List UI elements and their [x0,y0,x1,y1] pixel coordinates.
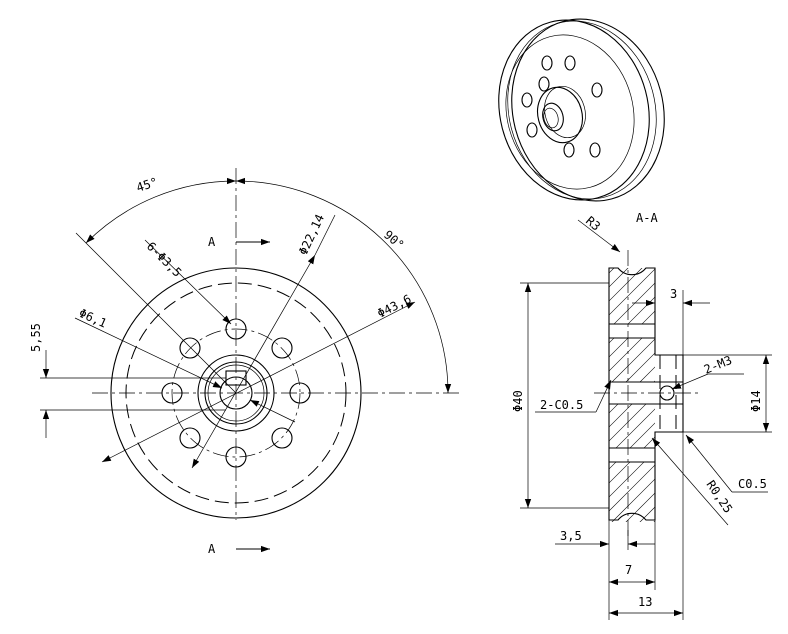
iso-hole-1 [541,55,553,71]
outer-diameter-leader [101,301,416,463]
hole-gap-bottom [609,448,655,462]
hole-lower-left [179,427,201,449]
iso-hole-5 [563,142,575,158]
bore-chamfer-label: 2-C0.5 [540,398,583,412]
bolt-circle-leader-tail [314,214,336,256]
iso-hole-4 [526,122,538,138]
edge-chamfer-leader [685,434,733,493]
bore-leader-2 [249,399,296,423]
iso-hole-2 [538,76,550,92]
m3-label: 2-M3 [702,353,734,377]
hub-top [544,86,586,138]
edge-chamfer-label: C0.5 [738,477,767,491]
section-view: A-A R3 Φ40 Φ14 [511,211,772,620]
iso-hole-3 [521,92,533,108]
pulley-face-ring [505,34,635,190]
angle-45-label: 45° [135,175,160,195]
hub3-label: 3 [670,287,677,301]
total-width-label: 13 [638,595,652,609]
hole-lower-right [271,427,293,449]
groove-offset-label: 3,5 [560,529,582,543]
pulley-rim-back [511,18,665,202]
hub-bore [542,102,564,132]
section-title: A-A [636,211,658,225]
section-marker-top: A [208,235,216,249]
bolt-circle-label: Φ22,14 [296,212,327,257]
section-marker-bottom: A [208,542,216,556]
hole-upper-right [271,337,293,359]
dia14-label: Φ14 [749,390,763,412]
m3-leader [671,373,709,390]
iso-hole-8 [564,55,576,71]
iso-hole-6 [589,142,601,158]
groove-radius-label: R3 [583,214,603,234]
fillet-leader [651,437,729,526]
outer-diameter-label: Φ43,6 [375,292,414,321]
holes-label: 6-Φ3,5 [144,239,185,280]
hole-gap-top [609,324,655,338]
flat-offset-label: 5,55 [29,323,43,352]
c05-leader [595,379,612,413]
isometric-view [498,18,665,202]
angle-90-label: 90° [381,228,407,253]
angle-90-arc [235,177,452,394]
pulley-rim-front [498,19,650,201]
bolt-circle-leader [191,254,316,469]
bore-leader [74,317,223,389]
rim-width-label: 7 [625,563,632,577]
hub-bore-inner [543,107,559,129]
dia40-label: Φ40 [511,390,525,412]
fillet-label: R0,25 [704,478,736,516]
pulley-groove-line [507,20,657,200]
front-view: A A 45° 90° 6-Φ3,5 Φ22,14 Φ43,6 Φ6,1 5,5… [29,168,462,556]
hub-outer [536,86,584,144]
angle-45-arc [85,177,237,244]
iso-hole-7 [591,82,603,98]
groove-radius-leader [577,219,621,253]
